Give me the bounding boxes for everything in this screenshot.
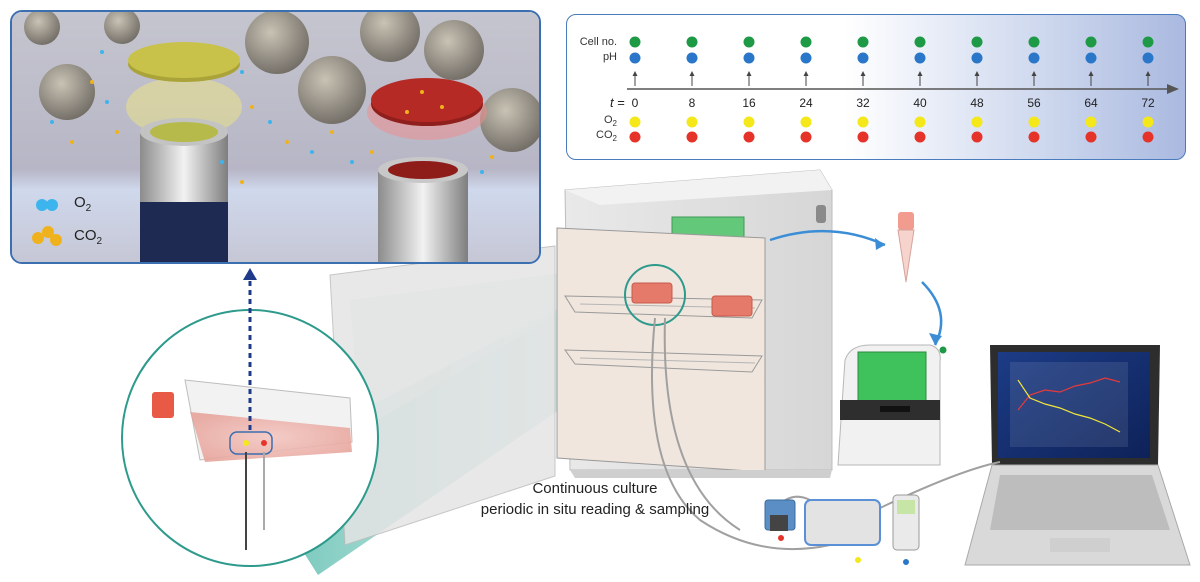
sampling-tick-arrowhead bbox=[632, 71, 638, 76]
time-axis-label: t = bbox=[610, 95, 625, 110]
sensor-closeup-scene bbox=[12, 12, 539, 262]
time-tick-label: 72 bbox=[1141, 96, 1155, 110]
sensor-closeup-inset: O2 CO2 bbox=[10, 10, 541, 264]
incubator bbox=[329, 169, 833, 546]
co2-dot bbox=[629, 131, 641, 143]
co2-dot bbox=[1028, 131, 1040, 143]
time-tick-label: 8 bbox=[688, 96, 696, 110]
cell-counter bbox=[837, 344, 947, 466]
sampling-tick-arrowhead bbox=[917, 71, 923, 76]
cell bbox=[39, 64, 95, 120]
sample-tube bbox=[897, 212, 915, 283]
ph-dot bbox=[914, 52, 926, 64]
sampling-tick-arrowhead bbox=[860, 71, 866, 76]
co2-dot bbox=[800, 131, 812, 143]
cell-count-dot bbox=[629, 36, 641, 48]
time-tick-label: 24 bbox=[799, 96, 813, 110]
cell bbox=[104, 12, 140, 44]
cell-count-dot bbox=[1142, 36, 1154, 48]
time-axis-arrowhead bbox=[1167, 84, 1179, 94]
cell bbox=[298, 56, 366, 124]
time-tick-label: 48 bbox=[970, 96, 984, 110]
o2-dot bbox=[1028, 116, 1040, 128]
cell bbox=[245, 12, 309, 74]
co2-sensor-probe bbox=[367, 78, 487, 262]
o2-dot bbox=[857, 116, 869, 128]
timeline-graphic bbox=[627, 36, 1179, 143]
cell-count-dot bbox=[914, 36, 926, 48]
cell-count-dot bbox=[1028, 36, 1040, 48]
cell bbox=[360, 12, 420, 62]
time-tick-label: 16 bbox=[742, 96, 756, 110]
caption-line-2: periodic in situ reading & sampling bbox=[480, 501, 710, 518]
o2-dot bbox=[629, 116, 641, 128]
time-tick-label: 32 bbox=[856, 96, 870, 110]
cell-count-dot bbox=[1085, 36, 1097, 48]
cell-count-dot bbox=[686, 36, 698, 48]
ph-meter bbox=[892, 494, 920, 565]
laptop bbox=[964, 345, 1191, 566]
sampling-tick-arrowhead bbox=[1145, 71, 1151, 76]
co2-dot bbox=[1142, 131, 1154, 143]
cell bbox=[24, 12, 60, 45]
row-label-co2: CO2 bbox=[596, 129, 617, 144]
measurement-timeline: Cell no. pH O2 CO2 t = 0 8 16 24 32 40 48 56 64 7… bbox=[566, 14, 1186, 160]
sampling-tick-arrowhead bbox=[746, 71, 752, 76]
ph-dot bbox=[800, 52, 812, 64]
ph-dot bbox=[971, 52, 983, 64]
ph-dot bbox=[686, 52, 698, 64]
co2-reader bbox=[804, 499, 881, 563]
ph-dot bbox=[857, 52, 869, 64]
row-label-o2: O2 bbox=[603, 114, 617, 129]
sampling-arrow bbox=[769, 229, 886, 247]
o2-dot bbox=[1085, 116, 1097, 128]
cell bbox=[480, 88, 539, 152]
sampling-tick-arrowhead bbox=[1088, 71, 1094, 76]
ph-dot bbox=[1028, 52, 1040, 64]
cell-count-dot bbox=[971, 36, 983, 48]
o2-legend-icon bbox=[36, 199, 58, 211]
o2-molecules bbox=[50, 50, 484, 174]
ph-dot bbox=[743, 52, 755, 64]
co2-dot bbox=[971, 131, 983, 143]
cell-count-dot bbox=[857, 36, 869, 48]
sampling-tick-arrowhead bbox=[689, 71, 695, 76]
time-tick-label: 56 bbox=[1027, 96, 1041, 110]
co2-dot bbox=[1085, 131, 1097, 143]
co2-molecules bbox=[70, 80, 494, 184]
o2-dot bbox=[800, 116, 812, 128]
sampling-tick-arrowhead bbox=[974, 71, 980, 76]
co2-dot bbox=[857, 131, 869, 143]
co2-dot bbox=[743, 131, 755, 143]
time-tick-label: 64 bbox=[1084, 96, 1098, 110]
time-tick-label: 0 bbox=[631, 96, 639, 110]
o2-reader bbox=[764, 499, 796, 541]
ph-dot bbox=[629, 52, 641, 64]
time-tick-label: 40 bbox=[913, 96, 927, 110]
flask-magnifier bbox=[121, 268, 379, 567]
sampling-tick-arrowhead bbox=[803, 71, 809, 76]
o2-dot bbox=[971, 116, 983, 128]
ph-dot bbox=[1142, 52, 1154, 64]
legend-co2-label: CO2 bbox=[74, 227, 103, 247]
o2-dot bbox=[914, 116, 926, 128]
co2-legend-icon bbox=[32, 226, 62, 246]
caption: Continuous culture periodic in situ read… bbox=[425, 478, 765, 520]
o2-dot bbox=[743, 116, 755, 128]
caption-line-1: Continuous culture bbox=[532, 480, 658, 497]
cell-count-dot bbox=[800, 36, 812, 48]
row-label-ph: pH bbox=[602, 51, 617, 63]
o2-sensor-probe bbox=[126, 42, 242, 262]
row-label-cell-no: Cell no. bbox=[579, 36, 617, 48]
o2-dot bbox=[686, 116, 698, 128]
cell-count-dot bbox=[743, 36, 755, 48]
o2-dot bbox=[1142, 116, 1154, 128]
sampling-tick-arrowhead bbox=[1031, 71, 1037, 76]
co2-dot bbox=[914, 131, 926, 143]
co2-dot bbox=[686, 131, 698, 143]
cell bbox=[424, 20, 484, 80]
ph-dot bbox=[1085, 52, 1097, 64]
legend-o2-label: O2 bbox=[74, 194, 92, 214]
